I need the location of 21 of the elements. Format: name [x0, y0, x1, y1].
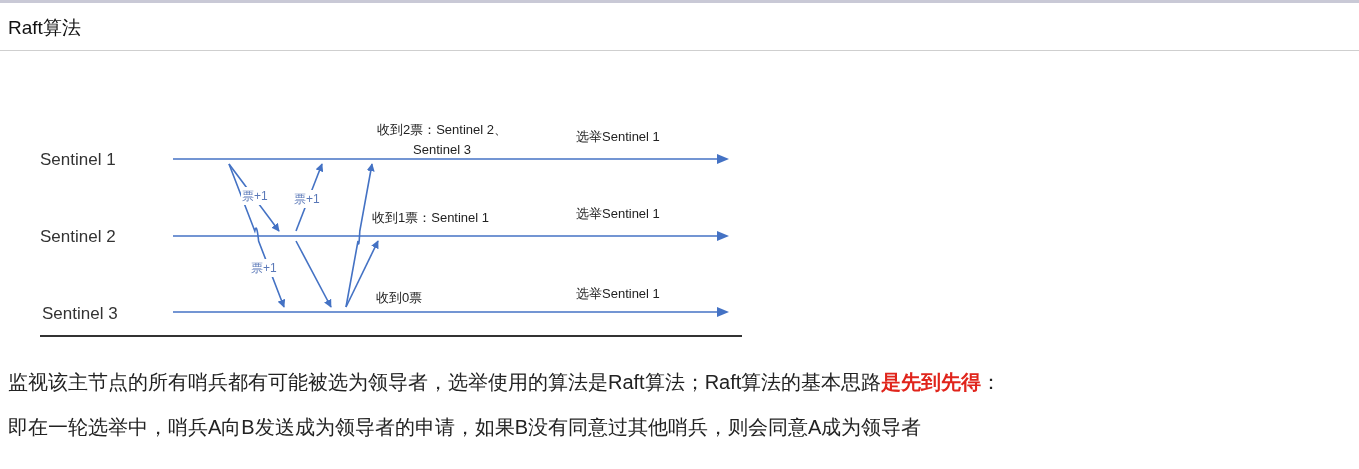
- vote-arrow: [345, 163, 375, 308]
- timeline-arrow: [173, 154, 729, 164]
- annotation: 选举Sentinel 1: [576, 205, 661, 223]
- edge-label: 票+1: [293, 190, 321, 208]
- timeline-arrow: [173, 231, 729, 241]
- paragraph: 监视该主节点的所有哨兵都有可能被选为领导者，选举使用的算法是Raft算法；Raft算法的基本思路是先到先得：: [8, 370, 1003, 395]
- sentinel-label: Sentinel 2: [40, 226, 117, 248]
- annotation: 收到0票: [376, 289, 424, 307]
- paragraph: 即在一轮选举中，哨兵A向B发送成为领导者的申请，如果B没有同意过其他哨兵，则会同意A成为领导者: [8, 415, 923, 440]
- title: Raft算法: [8, 16, 81, 40]
- timeline-arrow: [173, 307, 729, 317]
- sentinel-label: Sentinel 1: [40, 149, 117, 171]
- annotation: 选举Sentinel 1: [576, 285, 661, 303]
- sentinel-label: Sentinel 3: [42, 303, 119, 325]
- edge-label: 票+1: [250, 259, 278, 277]
- vote-arrow: [295, 240, 332, 308]
- annotation: 选举Sentinel 1: [576, 128, 661, 146]
- edge-label: 票+1: [241, 187, 269, 205]
- vote-arrow: [345, 240, 379, 308]
- annotation: 收到1票：Sentinel 1: [372, 209, 491, 227]
- annotation: 收到2票：Sentinel 2、Sentinel 3: [375, 121, 509, 159]
